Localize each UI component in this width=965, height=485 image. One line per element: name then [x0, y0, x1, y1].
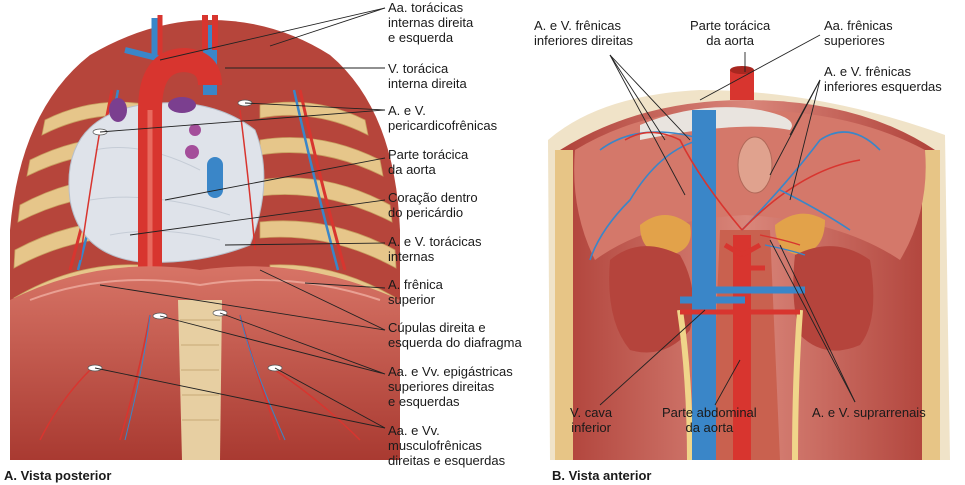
label-internal-thoracic-av: A. e V. torácicas internas — [388, 234, 482, 264]
label-thoracic-aorta-a: Parte torácica da aorta — [388, 147, 469, 177]
caption-panel-a: A. Vista posterior — [4, 468, 112, 483]
label-ivc: V. cava inferior — [570, 405, 613, 435]
label-musculophrenic: Aa. e Vv. musculofrênicas direitas e esq… — [388, 423, 506, 468]
label-superior-phrenic-arteries: Aa. frênicas superiores — [824, 18, 893, 48]
label-left-inferior-phrenic: A. e V. frênicas inferiores esquerdas — [824, 64, 942, 94]
caption-panel-b: B. Vista anterior — [552, 468, 652, 483]
label-thoracic-aorta-b: Parte torácica da aorta — [690, 18, 771, 48]
panel-b-leader-lines — [599, 34, 856, 406]
label-superior-epigastric: Aa. e Vv. epigástricas superiores direit… — [388, 364, 513, 409]
label-pericardiacophrenic: A. e V. pericardicofrênicas — [388, 103, 498, 133]
label-superior-phrenic-artery: A. frênica superior — [388, 277, 443, 307]
label-heart-pericardium: Coração dentro do pericárdio — [388, 190, 478, 220]
panel-a-leader-lines — [94, 7, 386, 429]
label-right-inferior-phrenic: A. e V. frênicas inferiores direitas — [534, 18, 633, 48]
label-diaphragm-domes: Cúpulas direita e esquerda do diafragma — [388, 320, 522, 350]
panel-a-drawing — [10, 15, 400, 460]
label-suprarenal: A. e V. suprarrenais — [812, 405, 926, 420]
label-internal-thoracic-arteries: Aa. torácicas internas direita e esquerd… — [388, 0, 474, 45]
label-right-internal-thoracic-vein: V. torácica interna direita — [388, 61, 467, 91]
panel-b-drawing — [548, 66, 950, 461]
label-abdominal-aorta: Parte abdominal da aorta — [662, 405, 757, 435]
